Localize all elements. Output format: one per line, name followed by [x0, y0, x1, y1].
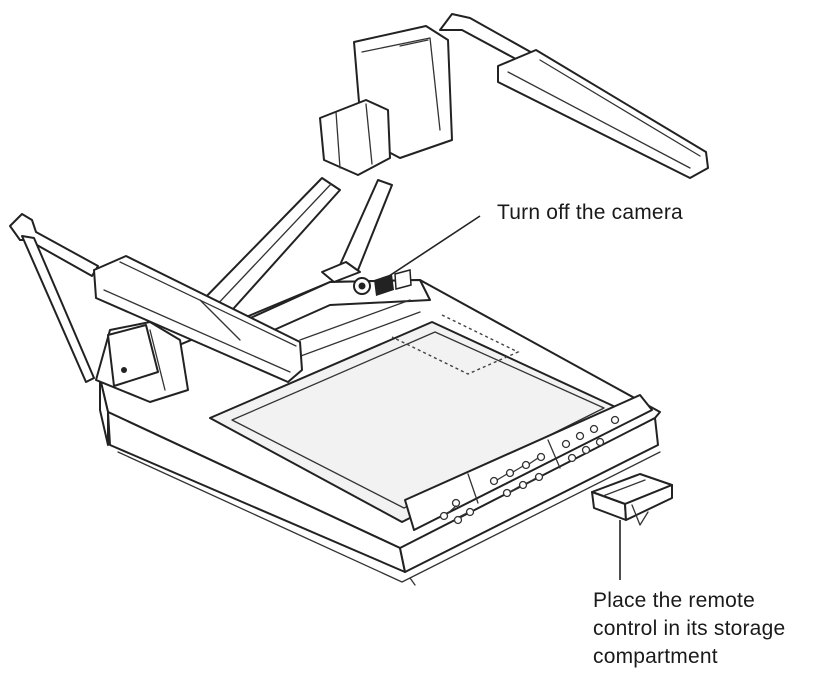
- remote-control-compartment-icon: [591, 473, 673, 526]
- callout-remote-storage: Place the remote control in its storage …: [593, 587, 785, 671]
- left-pivot: [95, 321, 189, 403]
- power-button-icon: [353, 269, 412, 296]
- callout-turn-off-camera: Turn off the camera: [497, 199, 683, 227]
- camera-leader-line: [379, 215, 481, 283]
- control-buttons: [439, 415, 620, 525]
- camera-head: [319, 25, 453, 176]
- left-light-arm: [9, 213, 303, 383]
- callout-remote-line-2: control in its storage: [593, 617, 786, 640]
- callout-remote-line-3: compartment: [593, 645, 718, 668]
- callout-remote-line-1: Place the remote: [593, 589, 755, 612]
- callout-camera-text: Turn off the camera: [497, 201, 683, 224]
- right-light-arm: [439, 13, 709, 179]
